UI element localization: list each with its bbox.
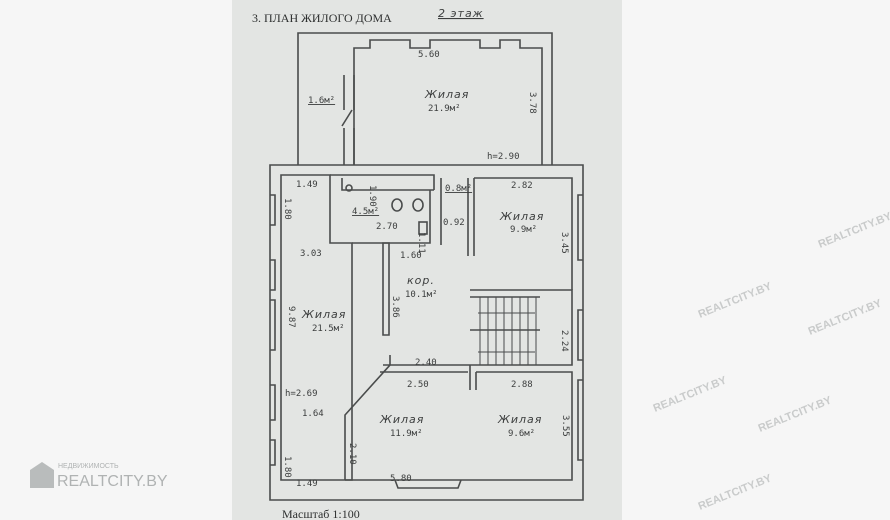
dimension: 5.80 [390,474,412,484]
room-name: кор. [407,274,435,287]
dimension: 1.11 [416,232,426,254]
dimension: 3.45 [559,232,569,254]
dimension: 2.70 [376,222,398,232]
dimension: 3.55 [560,415,570,437]
room-area: 21.5м² [312,324,345,334]
dimension: 1.60 [400,251,422,261]
room-name: Жилая [379,413,424,426]
staircase [478,297,537,365]
room-area: 10.1м² [405,290,438,300]
dimension: 2.88 [511,380,533,390]
room-area: 9.6м² [508,429,535,439]
dimension: 1.49 [296,479,318,489]
walls [269,32,584,501]
dimension: 2.50 [407,380,429,390]
dimension: 3.78 [527,92,537,114]
dimension: 9.87 [286,306,296,328]
floor-plan-sheet [232,0,622,520]
room-name: Жилая [499,210,544,223]
room-area: 11.9м² [390,429,423,439]
room-area: 9.9м² [510,225,537,235]
watermark-repeat: REALTCITY.BY [807,297,884,338]
room-name: Жилая [424,88,469,101]
watermark-repeat: REALTCITY.BY [817,210,890,251]
floor-label: 2 этаж [438,7,484,20]
dimension: 1.64 [302,409,324,419]
watermark-repeat: REALTCITY.BY [757,394,834,435]
dimension: 3.86 [390,296,400,318]
dimension: 1.90 [367,185,377,207]
dimension: 2.40 [415,358,437,368]
watermark-repeat: REALTCITY.BY [652,374,729,415]
room-name: Жилая [301,308,346,321]
watermark-brand: REALTCITY.BY [57,473,168,490]
dimension: 2.10 [347,443,357,465]
dimensions: 5.60 3.78 1.49 1.80 1.90 2.70 0.92 1.11 … [282,50,570,489]
dimension: 5.60 [418,50,440,60]
watermark-repeat: REALTCITY.BY [697,472,774,513]
dimension: 0.92 [443,218,465,228]
room-name: Жилая [497,413,542,426]
room-area: 1.6м² [308,96,335,106]
room-area: 0.8м² [445,184,472,194]
dimension: 2.24 [559,330,569,352]
watermark-repeat: REALTCITY.BY [697,280,774,321]
room-area: 21.9м² [428,104,461,114]
ceiling-height: h=2.90 [487,152,520,162]
watermark-small: НЕДВИЖИМОСТЬ [58,463,119,470]
dimension: 2.82 [511,181,533,191]
realtcity-logo-icon [30,462,54,488]
dimension: 1.80 [282,198,292,220]
dimension: 1.49 [296,180,318,190]
room-area: 4.5м² [352,207,379,217]
fixtures [345,184,428,235]
scale-label: Масштаб 1:100 [282,507,360,520]
ceiling-height: h=2.69 [285,389,318,399]
plan-title: 3. ПЛАН ЖИЛОГО ДОМА [252,11,392,25]
watermark: НЕДВИЖИМОСТЬ REALTCITY.BY REALTCITY.BY R… [30,210,890,513]
dimension: 3.03 [300,249,322,259]
dimension: 1.80 [282,456,292,478]
